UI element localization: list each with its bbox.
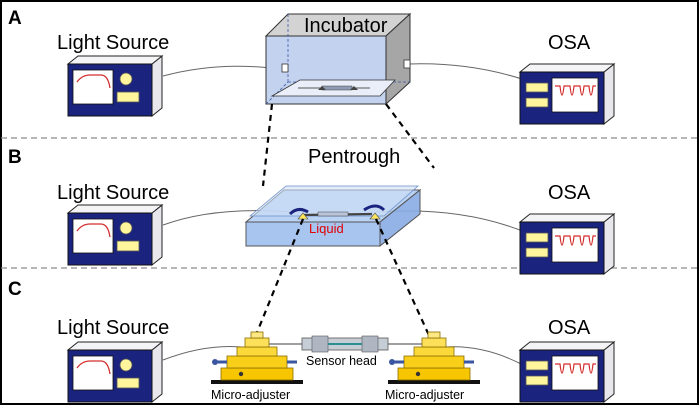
panel-c-osa (519, 341, 615, 403)
panel-c: C Light Source OSA Sensor head Micro-adj… (8, 279, 615, 403)
zoom-line-a-b-right (385, 103, 435, 169)
panel-c-letter: C (8, 279, 22, 300)
pentrough (244, 185, 422, 248)
panel-b-light-source (67, 204, 163, 266)
micro-adjuster-left (209, 330, 305, 386)
incubator-label: Incubator (304, 15, 388, 37)
zoom-line-b-c-right (374, 218, 434, 343)
liquid-label: Liquid (309, 221, 344, 236)
micro-adjuster-right-label: Micro-adjuster (385, 388, 464, 402)
panel-b: B Light Source OSA Pentrough Liquid (8, 146, 615, 275)
panel-b-letter: B (8, 147, 22, 168)
micro-adjuster-left-label: Micro-adjuster (211, 388, 290, 402)
pentrough-label: Pentrough (308, 146, 400, 168)
zoom-line-a-b-left (261, 103, 274, 187)
panel-b-osa (519, 213, 615, 275)
panel-a-osa (519, 63, 615, 125)
incubator (264, 12, 412, 106)
panel-a-osa-label: OSA (548, 32, 591, 54)
micro-adjuster-right (386, 330, 482, 386)
panel-a-light-source (67, 55, 163, 117)
panel-c-light-source (67, 341, 163, 403)
sensor-head (301, 335, 389, 353)
panel-a-light-source-label: Light Source (57, 32, 169, 54)
panel-a-fiber-right (408, 63, 526, 81)
panel-c-osa-label: OSA (548, 317, 591, 339)
panel-b-osa-label: OSA (548, 182, 591, 204)
panel-a-fiber-left (162, 65, 271, 77)
panel-c-light-source-label: Light Source (57, 317, 169, 339)
panel-b-light-source-label: Light Source (57, 182, 169, 204)
panel-a: A Light Source OSA Incubator (8, 8, 615, 125)
panel-a-letter: A (8, 8, 22, 29)
sensor-head-label: Sensor head (306, 354, 377, 368)
